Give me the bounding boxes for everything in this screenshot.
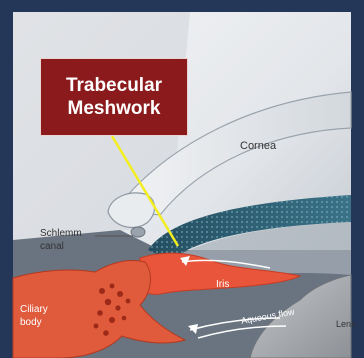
callout-line2: Meshwork — [68, 97, 161, 120]
label-lens: Lens — [336, 318, 356, 330]
callout-line1: Trabecular — [66, 74, 162, 97]
label-ciliary-line1: Ciliary — [20, 304, 48, 316]
trabecular-meshwork-callout: Trabecular Meshwork — [40, 58, 188, 136]
schlemm-canal — [131, 227, 145, 237]
label-iris: Iris — [216, 279, 229, 291]
label-cornea: Cornea — [240, 140, 276, 152]
label-schlemm-line1: Schlemm — [40, 228, 82, 240]
label-schlemm-line2: canal — [40, 241, 64, 253]
label-ciliary-line2: body — [20, 317, 42, 329]
